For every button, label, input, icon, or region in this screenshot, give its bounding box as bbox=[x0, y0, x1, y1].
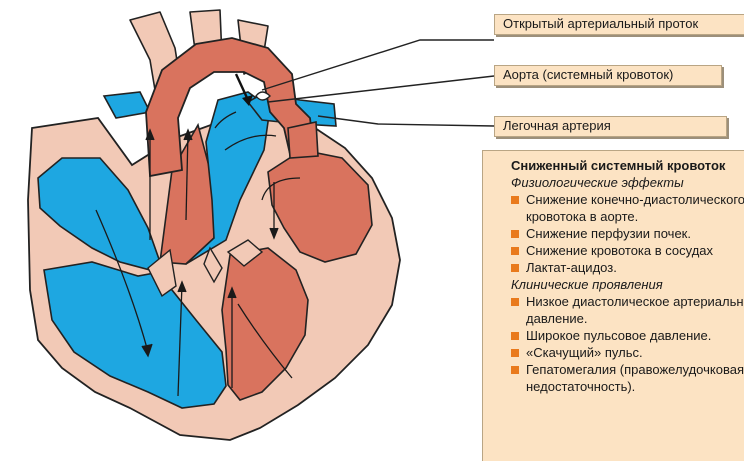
callout-aorta: Аорта (системный кровоток) bbox=[494, 65, 722, 86]
bullet-icon bbox=[511, 366, 519, 374]
bullet-icon bbox=[511, 332, 519, 340]
bullet-icon bbox=[511, 298, 519, 306]
clinical-item: Гепатомегалия (правожелудочковая недоста… bbox=[511, 361, 744, 395]
physio-item: Снижение конечно-диастолического кровото… bbox=[511, 191, 744, 225]
info-panel: Сниженный системный кровоток Физиологиче… bbox=[482, 150, 744, 461]
physio-heading: Физиологические эффекты bbox=[511, 174, 744, 191]
clinical-heading: Клинические проявления bbox=[511, 276, 744, 293]
bullet-icon bbox=[511, 230, 519, 238]
panel-title: Сниженный системный кровоток bbox=[511, 157, 744, 174]
callout-pulmonary: Легочная артерия bbox=[494, 116, 727, 137]
descending-aorta bbox=[288, 122, 318, 158]
clinical-item: «Скачущий» пульс. bbox=[511, 344, 744, 361]
clinical-item: Низкое диастолическое артериальное давле… bbox=[511, 293, 744, 327]
physio-item: Снижение перфузии почек. bbox=[511, 225, 744, 242]
bullet-icon bbox=[511, 196, 519, 204]
physio-item: Снижение кровотока в сосудах bbox=[511, 242, 744, 259]
callout-ductus: Открытый артериальный проток bbox=[494, 14, 744, 35]
bullet-icon bbox=[511, 264, 519, 272]
bullet-icon bbox=[511, 247, 519, 255]
clinical-item: Широкое пульсовое давление. bbox=[511, 327, 744, 344]
bullet-icon bbox=[511, 349, 519, 357]
physio-item: Лактат-ацидоз. bbox=[511, 259, 744, 276]
left-pulmonary-branch bbox=[104, 92, 150, 118]
